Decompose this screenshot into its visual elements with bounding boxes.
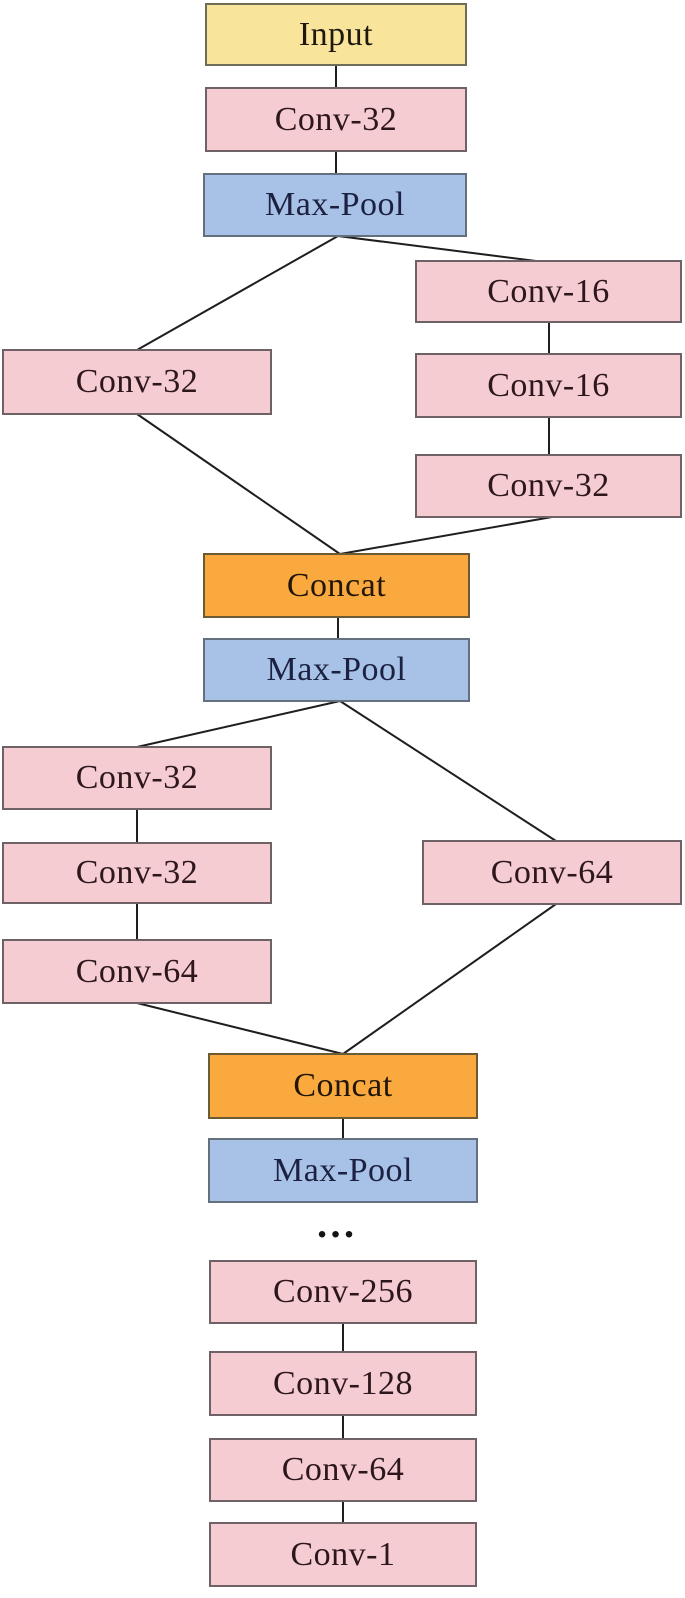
node-branch1-conv-32-right: Conv-32 [415,454,682,518]
edge-line [136,235,339,351]
node-branch1-conv-16-a: Conv-16 [415,260,682,323]
node-conv-64-tail: Conv-64 [209,1438,477,1502]
node-branch1-conv-16-b: Conv-16 [415,353,682,418]
node-branch2-conv-64-left: Conv-64 [2,939,272,1004]
ellipsis: … [315,1201,359,1246]
node-branch2-conv-32-b: Conv-32 [2,842,272,904]
node-input: Input [205,3,467,66]
edge-line [136,1002,344,1055]
node-branch2-conv-64-right: Conv-64 [422,840,682,905]
edge-line [136,413,341,555]
node-max-pool-3: Max-Pool [208,1138,478,1203]
edge-line [342,903,557,1055]
edge-line [339,700,557,842]
node-conv-1: Conv-1 [209,1522,477,1587]
node-branch1-conv-32-left: Conv-32 [2,349,272,415]
edge-line [339,516,553,555]
node-max-pool-1: Max-Pool [203,173,467,237]
node-concat-2: Concat [208,1053,478,1119]
node-conv-32-stem: Conv-32 [205,87,467,152]
node-concat-1: Concat [203,553,470,618]
node-max-pool-2: Max-Pool [203,638,470,702]
node-conv-256: Conv-256 [209,1260,477,1324]
node-branch2-conv-32-a: Conv-32 [2,746,272,810]
edge-line [136,700,341,748]
node-conv-128: Conv-128 [209,1351,477,1416]
edge-line [337,235,537,262]
